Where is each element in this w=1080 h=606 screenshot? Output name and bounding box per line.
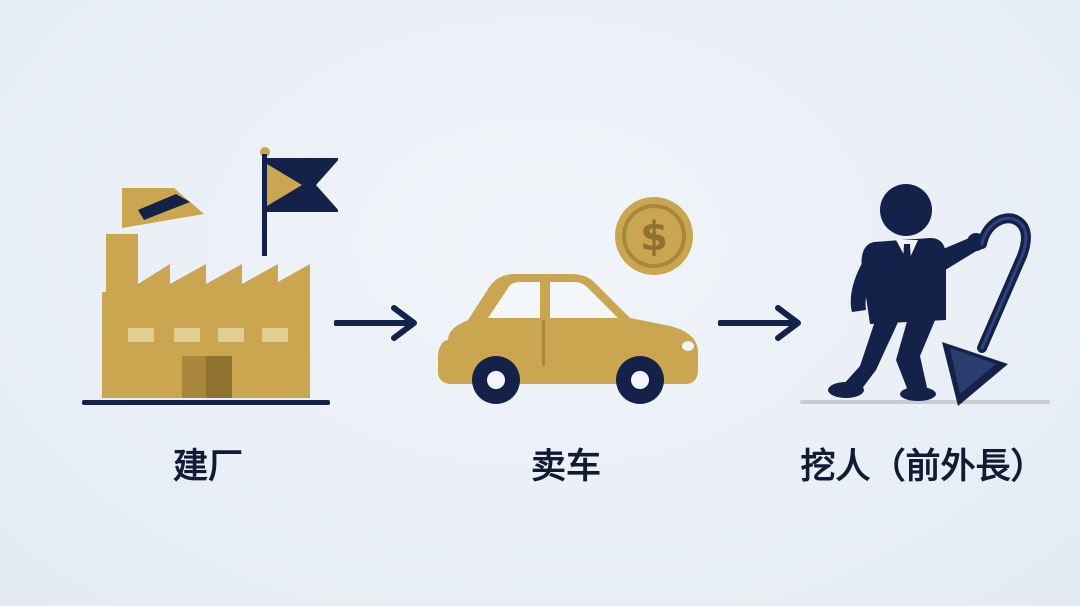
flagpole xyxy=(262,154,267,256)
step-label-sell-cars: 卖车 xyxy=(530,447,601,487)
coin-symbol: $ xyxy=(640,214,668,260)
step-label-build-factory: 建厂 xyxy=(172,447,243,487)
person-right-shoe xyxy=(900,387,936,401)
person-tie xyxy=(902,244,912,288)
factory-ground-line xyxy=(82,400,330,405)
hook-arrow-shaft xyxy=(977,213,1031,353)
factory-window xyxy=(174,328,200,342)
factory-window xyxy=(128,328,154,342)
chimney xyxy=(106,234,138,294)
factory-left-flag-icon xyxy=(122,188,204,228)
car-door-seam xyxy=(542,320,545,366)
car-window-front xyxy=(488,282,540,318)
factory-door-shade xyxy=(206,356,232,398)
person-right-leg xyxy=(896,318,936,396)
car-window-rear xyxy=(550,282,618,318)
car-headlight xyxy=(682,341,694,351)
poaching-person-icon xyxy=(800,184,1050,406)
car-icon xyxy=(438,274,698,404)
step-label-poach-people: 挖人（前外長） xyxy=(800,447,1046,487)
person-back-arm xyxy=(850,256,878,312)
person-left-shoe xyxy=(828,382,864,398)
person-front-arm xyxy=(936,236,978,272)
factory-window xyxy=(262,328,288,342)
person-left-leg xyxy=(842,318,900,394)
factory-window xyxy=(218,328,244,342)
dollar-coin-icon: $ xyxy=(615,197,693,275)
factory-building xyxy=(102,264,310,398)
arrow-right-icon xyxy=(718,305,801,341)
person-ground-line xyxy=(800,400,1050,404)
arrow-right-icon xyxy=(334,305,417,341)
factory-right-flag-icon xyxy=(267,158,338,212)
factory-icon xyxy=(82,147,338,405)
person-head xyxy=(880,184,932,236)
